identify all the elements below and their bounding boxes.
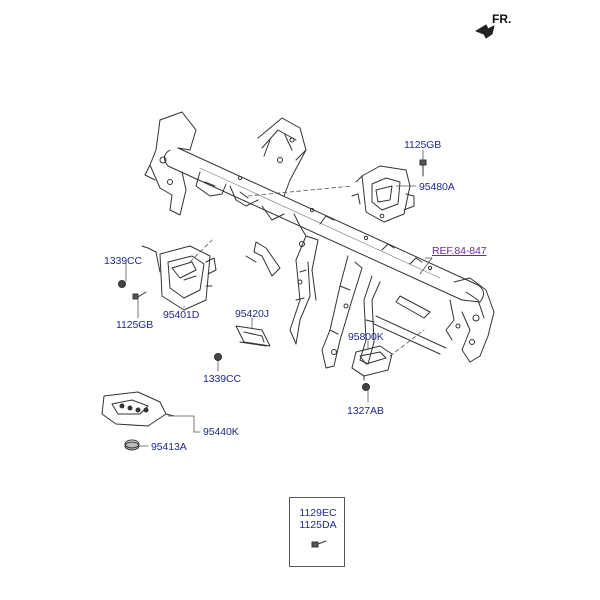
part-label-1339cc-mid[interactable]: 1339CC	[203, 373, 241, 385]
part-label-95440k[interactable]: 95440K	[203, 426, 239, 438]
part-label-1125gb-left[interactable]: 1125GB	[116, 319, 154, 331]
bolt-1125gb-left	[132, 291, 147, 300]
part-label-1125gb-top[interactable]: 1125GB	[404, 139, 442, 151]
part-label-95800k[interactable]: 95800K	[348, 331, 384, 343]
nut-1339cc-mid	[214, 353, 222, 361]
module-95401d	[141, 245, 217, 311]
front-direction-arrow-icon	[475, 24, 495, 39]
part-label-1339cc-left[interactable]: 1339CC	[104, 255, 142, 267]
bolt-1129ec-1125da	[311, 540, 327, 548]
leader-lines	[125, 149, 433, 447]
part-label-1327ab[interactable]: 1327AB	[347, 405, 384, 417]
part-label-1129ec[interactable]: 1129EC	[299, 507, 337, 519]
part-label-95480a[interactable]: 95480A	[419, 181, 455, 193]
bracket-95420j	[235, 325, 271, 347]
ref-link-84-847[interactable]: REF.84-847	[432, 245, 487, 257]
crossmember-beam	[144, 111, 495, 369]
key-fob-95440k	[101, 391, 175, 427]
front-direction-label: FR.	[492, 12, 512, 26]
part-label-95420j[interactable]: 95420J	[235, 308, 269, 320]
nut-1327ab	[362, 383, 370, 391]
nut-1339cc-left	[118, 280, 126, 288]
fastener-callout-box: 1129EC 1125DA	[289, 497, 345, 567]
part-label-1125da[interactable]: 1125DA	[299, 519, 337, 531]
module-95800k	[351, 345, 393, 381]
part-label-95401d[interactable]: 95401D	[163, 309, 200, 321]
cap-95413a	[124, 439, 140, 451]
module-95480a	[351, 165, 415, 223]
part-label-95413a[interactable]: 95413A	[151, 441, 187, 453]
screw-1125gb-top	[419, 159, 427, 177]
